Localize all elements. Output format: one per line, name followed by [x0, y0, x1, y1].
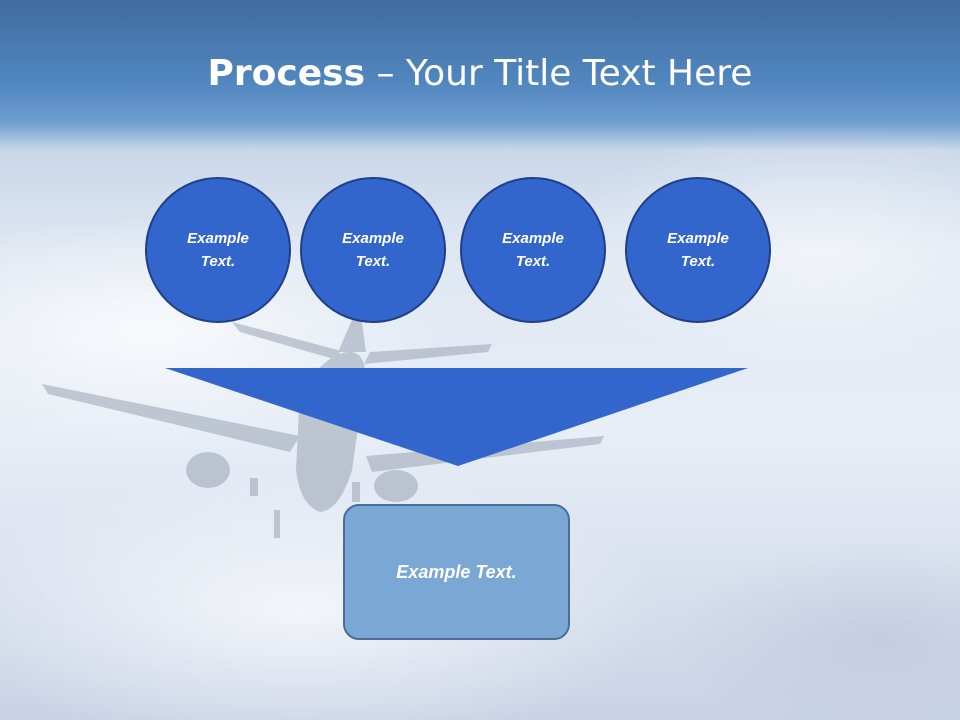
title-rest: – Your Title Text Here [365, 53, 753, 94]
step-circle-1[interactable]: Example Text. [145, 177, 291, 323]
result-box[interactable]: Example Text. [343, 504, 570, 640]
funnel-arrow[interactable] [165, 368, 748, 466]
step-circle-2[interactable]: Example Text. [300, 177, 446, 323]
page-title: Process – Your Title Text Here [0, 52, 960, 96]
result-box-label: Example Text. [396, 561, 517, 582]
title-banner [0, 0, 960, 150]
title-bold: Process [207, 53, 366, 94]
step-circle-4[interactable]: Example Text. [625, 177, 771, 323]
step-circle-2-label: Example Text. [342, 230, 404, 270]
step-circle-4-label: Example Text. [667, 230, 729, 270]
step-circle-1-label: Example Text. [187, 230, 249, 270]
step-circle-3[interactable]: Example Text. [460, 177, 606, 323]
step-circle-3-label: Example Text. [502, 230, 564, 270]
